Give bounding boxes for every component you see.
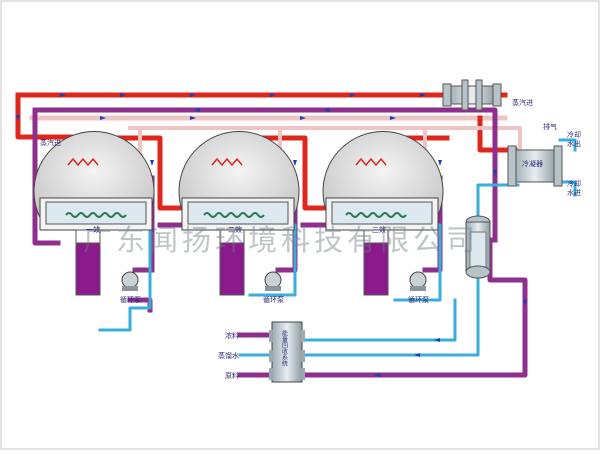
label-pump-2: 循环泵 [263,295,284,304]
label-pump-1: 循环泵 [120,295,141,304]
label-effect-1: 一效 [86,225,100,234]
material-loop-pipe [32,107,498,243]
label-concentrate: 浓料 [225,331,239,340]
water-pipe-down [303,268,480,357]
label-steam-in-left: 蒸汽进 [40,138,61,147]
pump-1-icon [121,271,139,291]
label-exhaust: 排气 [543,122,557,131]
cooling-water-in-pipe [558,180,577,197]
separator-column [465,215,491,279]
material-left-pipe [32,107,61,246]
pump-2-icon [264,271,282,291]
effect-vessel-3 [322,131,444,296]
label-steam-in-top: 蒸汽进 [512,98,533,107]
label-raw-material: 原料 [225,371,239,380]
label-pump-3: 循环泵 [408,295,429,304]
effect-vessel-2 [178,131,300,296]
label-cooling-out-2: 水出 [567,139,581,148]
label-effect-3: 三效 [372,225,386,234]
water-pipe-right [476,183,520,222]
label-distilled-water: 蒸馏水 [218,351,239,360]
label-effect-2: 二效 [228,225,242,234]
label-cooling-in-1: 冷却 [567,179,581,188]
watermark-text: 广东闻扬环境科技有限公司 [83,223,479,257]
heat-recovery-unit [269,321,305,383]
label-cooling-in-2: 水进 [567,188,581,197]
label-cooling-out-1: 冷却 [567,130,581,139]
pump-3-icon [409,271,427,291]
label-condenser: 冷凝器 [522,159,543,168]
labels: 蒸汽进 蒸汽进 排气 冷凝器 冷却 水出 冷却 水进 一效 二效 三效 循环泵 … [40,98,581,380]
steam-preheater [442,79,502,111]
condenser [507,145,563,187]
effect-vessel-1 [33,131,155,296]
water-pipe-bottom [303,298,457,342]
vapor-pipe-2 [128,126,522,152]
cooling-water-out-pipe [558,138,577,152]
label-heat-recovery: 能量回收系统 [281,329,288,367]
